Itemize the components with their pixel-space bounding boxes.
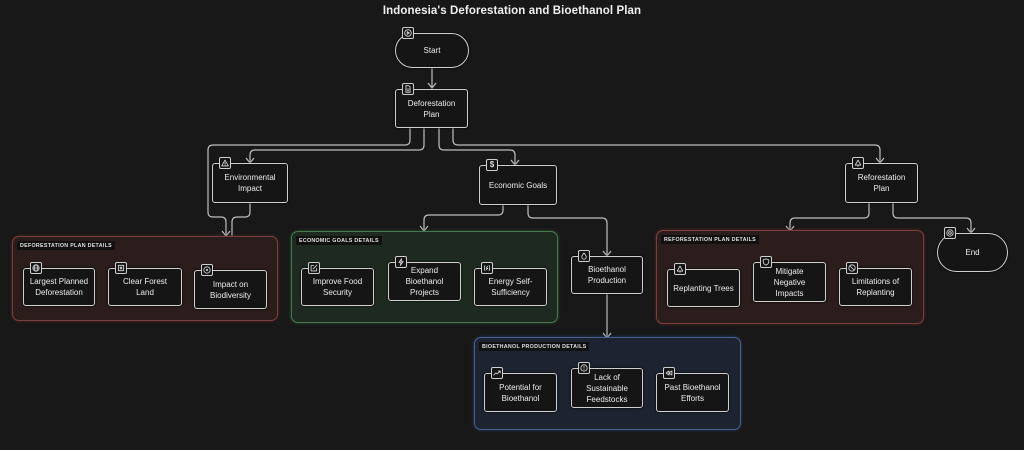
node-energy-self-sufficiency[interactable]: Energy Self-Sufficiency (474, 262, 547, 306)
node-label: Clear Forest Land (122, 277, 167, 297)
diagram-title: Indonesia's Deforestation and Bioethanol… (382, 5, 642, 17)
node-end[interactable]: End (937, 227, 1008, 272)
document-icon (402, 83, 414, 95)
node-label: Start (423, 46, 441, 55)
rewind-icon (663, 367, 675, 379)
globe-icon (30, 262, 42, 274)
edge-deforestation-plan-to-reforestation-plan (452, 128, 885, 164)
node-label: Past Bioethanol Efforts (664, 382, 721, 403)
node-label: Limitations of Replanting (851, 277, 900, 297)
tree-icon (852, 157, 864, 169)
node-limitations-of-replanting[interactable]: Limitations of Replanting (839, 262, 912, 306)
edit-icon (308, 262, 320, 274)
group-label: ECONOMIC GOALS DETAILS (296, 236, 382, 245)
group-label: BIOETHANOL PRODUCTION DETAILS (479, 342, 590, 351)
node-label: Largest Planned Deforestation (29, 277, 89, 297)
edge-reforestation-plan-to-reforestation-details (785, 203, 870, 232)
group-label: DEFORESTATION PLAN DETAILS (17, 241, 115, 250)
node-label: Improve Food Security (312, 277, 363, 297)
zap-icon (395, 256, 407, 268)
node-label: Energy Self-Sufficiency (488, 277, 533, 297)
edge-reforestation-plan-to-end (892, 203, 976, 234)
node-clear-forest-land[interactable]: Clear Forest Land (108, 262, 182, 306)
group-label: REFORESTATION PLAN DETAILS (661, 235, 759, 244)
node-label: End (965, 248, 980, 257)
square-icon (115, 262, 127, 274)
droplet-icon (578, 250, 590, 262)
shield-icon (760, 256, 772, 268)
node-label: Deforestation Plan (407, 98, 456, 119)
node-replanting-trees[interactable]: Replanting Trees (667, 263, 740, 307)
node-potential-for-bioethanol[interactable]: Potential for Bioethanol (484, 367, 557, 412)
edge-start-to-deforestation-plan (427, 68, 437, 89)
node-economic-goals[interactable]: $ Economic Goals (479, 159, 557, 205)
ban-icon (846, 262, 858, 274)
energy-icon (481, 262, 493, 274)
node-bioethanol-production[interactable]: Bioethanol Production (571, 250, 643, 294)
play-icon (402, 27, 414, 39)
target-icon (944, 227, 956, 239)
node-label: Environmental Impact (224, 173, 276, 193)
edge-bioethanol-production-to-bioethanol-details (602, 294, 612, 339)
node-improve-food-security[interactable]: Improve Food Security (301, 262, 374, 306)
node-label: Replanting Trees (673, 283, 734, 293)
node-label: Lack of Sustainable Feedstocks (586, 372, 628, 404)
node-expand-bioethanol-projects[interactable]: Expand Bioethanol Projects (388, 256, 461, 301)
node-environmental-impact[interactable]: Environmental Impact (212, 157, 288, 203)
node-past-bioethanol-efforts[interactable]: Past Bioethanol Efforts (656, 367, 729, 412)
node-reforestation-plan[interactable]: Reforestation Plan (845, 157, 918, 203)
node-mitigate-negative-impacts[interactable]: Mitigate Negative Impacts (753, 256, 826, 302)
node-label: Economic Goals (488, 180, 548, 190)
dollar-icon: $ (486, 159, 498, 171)
node-label: Bioethanol Production (587, 265, 627, 285)
tree-icon (674, 263, 686, 275)
node-label: Expand Bioethanol Projects (405, 266, 444, 297)
node-start[interactable]: Start (395, 27, 469, 68)
alert-circle-icon (578, 362, 590, 374)
node-label: Reforestation Plan (857, 173, 906, 193)
node-label: Mitigate Negative Impacts (773, 266, 806, 298)
edge-deforestation-plan-to-economic-goals (438, 128, 520, 166)
node-lack-of-sustainable-feedstocks[interactable]: Lack of Sustainable Feedstocks (571, 362, 643, 408)
node-impact-on-biodiversity[interactable]: Impact on Biodiversity (194, 264, 267, 309)
edge-economic-goals-to-economic-details (419, 205, 504, 232)
warning-icon (219, 157, 231, 169)
node-deforestation-plan[interactable]: Deforestation Plan (395, 83, 468, 128)
circle-dot-icon (201, 264, 213, 276)
trending-up-icon (491, 367, 503, 379)
node-label: Potential for Bioethanol (499, 382, 542, 403)
node-largest-planned-deforestation[interactable]: Largest Planned Deforestation (23, 262, 95, 306)
node-label: Impact on Biodiversity (210, 279, 251, 300)
